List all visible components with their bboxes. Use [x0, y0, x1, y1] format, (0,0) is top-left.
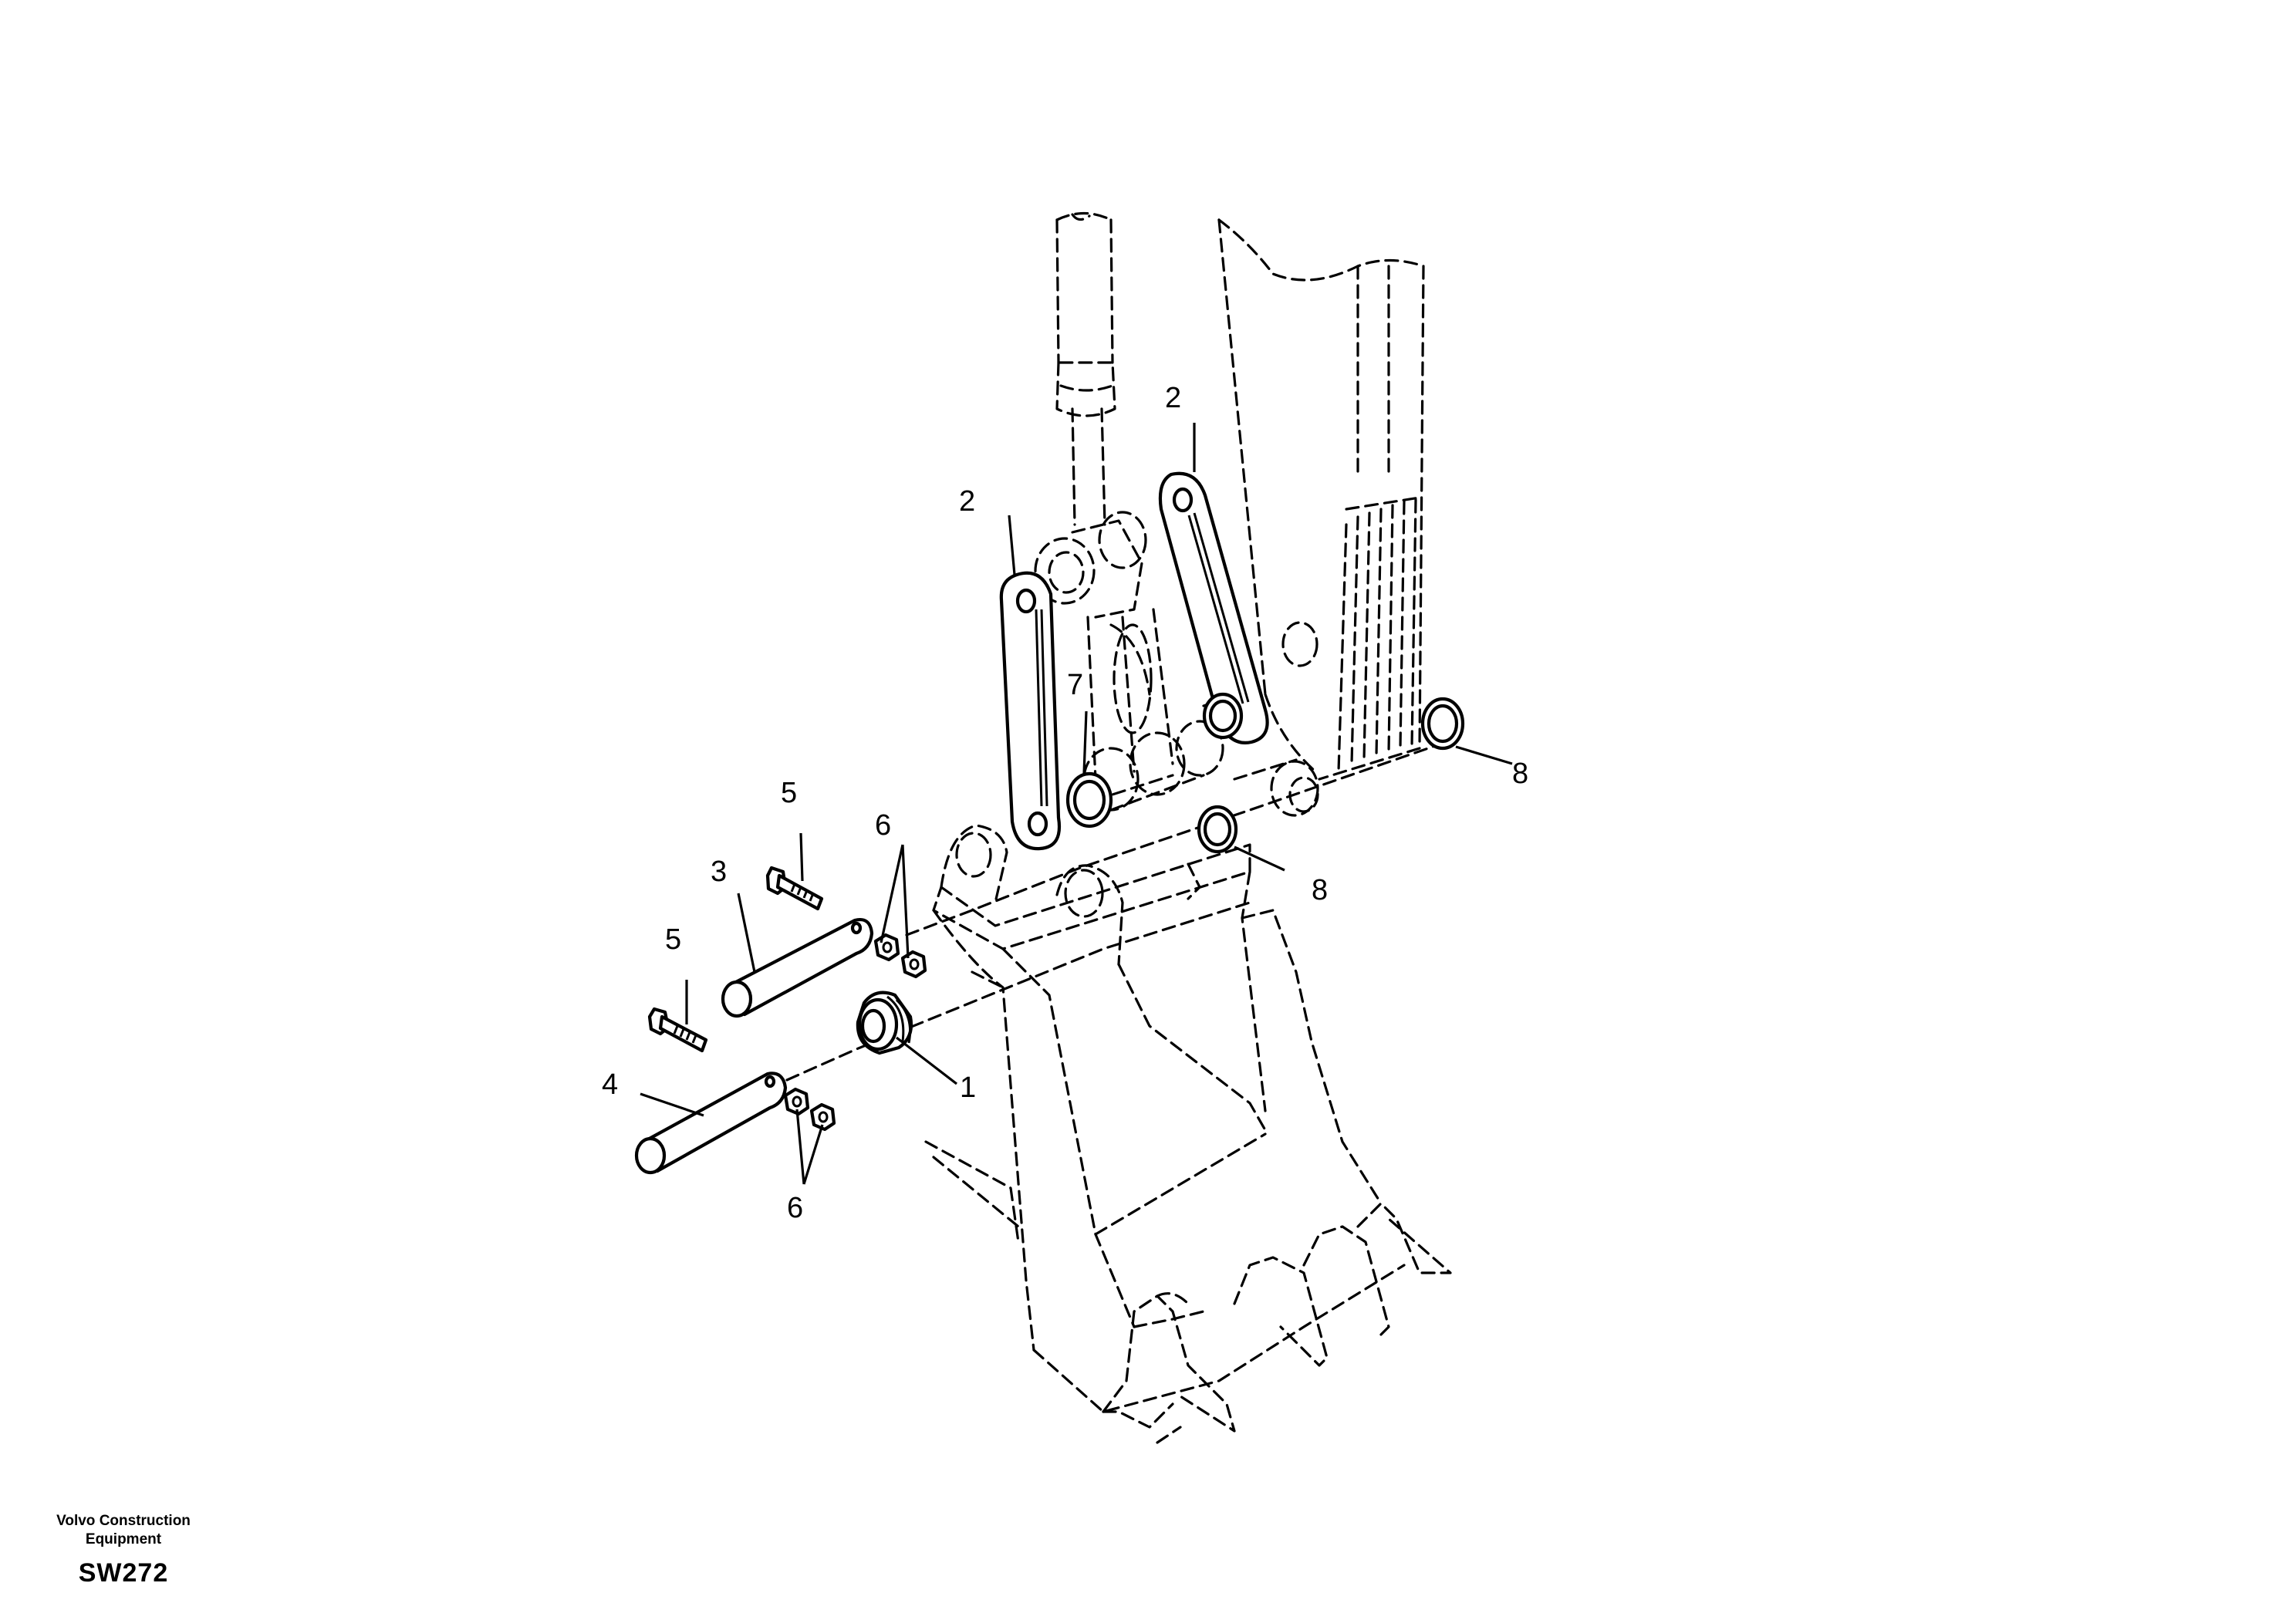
nut-part-6-lower-a	[783, 1087, 810, 1116]
callout-8-upper: 8	[1512, 758, 1528, 790]
link-right-part-2	[1158, 471, 1269, 744]
link-left-part-2	[999, 571, 1062, 851]
bolt-part-5-lower	[647, 1007, 708, 1053]
o-ring-part-8-upper	[1420, 697, 1465, 751]
drawing-footer: Volvo Construction Equipment SW272	[31, 1512, 216, 1588]
company-name-line-2: Equipment	[85, 1531, 162, 1547]
callout-labels: 1 2 2 3 4 5 5 6 6 7 8 8	[602, 382, 1528, 1224]
bucket-outline	[924, 824, 1452, 1444]
drawing-code: SW272	[78, 1558, 169, 1588]
callout-5-upper: 5	[781, 777, 797, 809]
bolt-part-5-upper	[765, 866, 824, 911]
callout-3: 3	[711, 856, 727, 888]
bushing-part-1	[856, 991, 913, 1055]
callout-2-right: 2	[1165, 382, 1181, 414]
arm-outline	[1217, 218, 1425, 817]
pin-part-3	[721, 918, 874, 1018]
nut-part-6-upper-a	[873, 933, 900, 962]
nut-part-6-upper-b	[900, 950, 927, 979]
cylinder-rod-outline	[1055, 212, 1116, 526]
callout-4: 4	[602, 1068, 618, 1101]
o-ring-part-7	[1065, 771, 1113, 829]
callout-8-lower: 8	[1312, 874, 1328, 906]
callout-7: 7	[1067, 669, 1083, 701]
pin-part-4	[634, 1072, 788, 1175]
o-ring-part-8-lower	[1197, 805, 1238, 854]
callout-1: 1	[960, 1072, 976, 1104]
callout-6-upper: 6	[875, 809, 891, 842]
callout-5-lower: 5	[665, 923, 681, 956]
h-link-outline	[1034, 511, 1224, 812]
callout-2-left: 2	[959, 485, 975, 518]
company-name-line-1: Volvo Construction	[56, 1513, 191, 1529]
callout-6-lower: 6	[787, 1192, 803, 1224]
o-ring-right-link	[1202, 692, 1244, 740]
nut-part-6-lower-b	[809, 1102, 836, 1132]
leader-lines	[640, 423, 1513, 1185]
